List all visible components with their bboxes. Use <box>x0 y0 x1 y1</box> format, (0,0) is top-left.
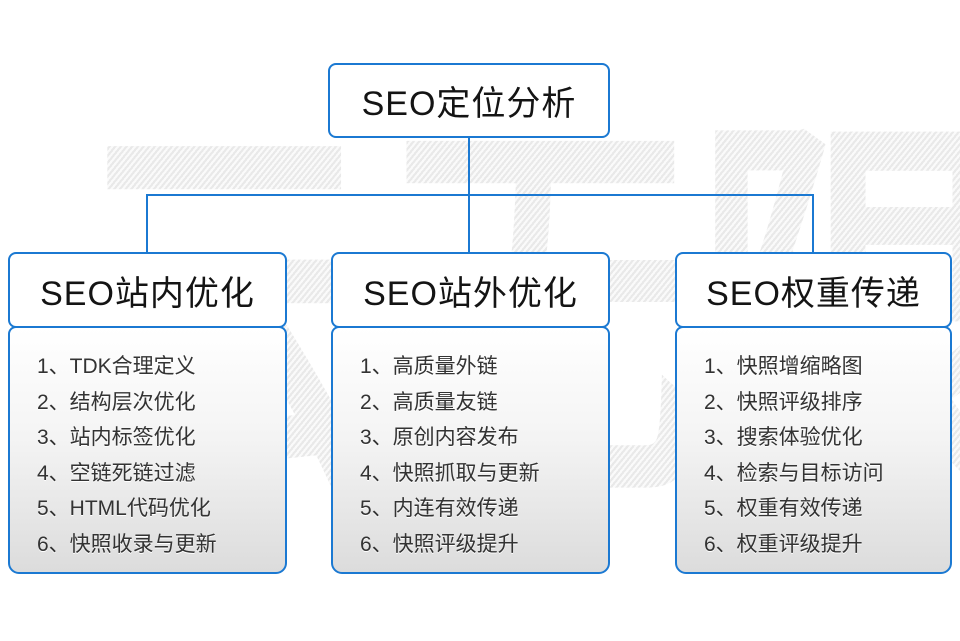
list-item: 5、HTML代码优化 <box>37 497 211 520</box>
connector-middle-branch <box>468 194 470 253</box>
list-item: 4、快照抓取与更新 <box>360 461 540 485</box>
column-weight: SEO权重传递 1、快照增缩略图 2、快照评级排序 3、搜索体验优化 4、检索与… <box>675 252 952 574</box>
connector-root-down <box>468 137 470 196</box>
column-onsite-list: 1、TDK合理定义 2、结构层次优化 3、站内标签优化 4、空链死链过滤 5、H… <box>8 326 287 574</box>
list-item: 2、高质量友链 <box>360 390 498 414</box>
column-offsite-list: 1、高质量外链 2、高质量友链 3、原创内容发布 4、快照抓取与更新 5、内连有… <box>331 326 610 574</box>
list-item: 3、站内标签优化 <box>37 426 196 449</box>
list-item: 1、高质量外链 <box>360 355 498 378</box>
list-item: 4、空链死链过滤 <box>37 461 196 485</box>
list-item: 1、快照增缩略图 <box>704 355 863 378</box>
list-item: 3、搜索体验优化 <box>704 426 863 449</box>
list-item: 6、权重评级提升 <box>704 532 863 556</box>
column-onsite: SEO站内优化 1、TDK合理定义 2、结构层次优化 3、站内标签优化 4、空链… <box>8 252 287 574</box>
column-onsite-header: SEO站内优化 <box>8 252 287 328</box>
root-node: SEO定位分析 <box>328 63 610 138</box>
column-weight-list: 1、快照增缩略图 2、快照评级排序 3、搜索体验优化 4、检索与目标访问 5、权… <box>675 326 952 574</box>
column-offsite-title: SEO站外优化 <box>363 274 578 313</box>
list-item: 1、TDK合理定义 <box>37 355 196 378</box>
list-item: 6、快照收录与更新 <box>37 532 217 556</box>
list-item: 3、原创内容发布 <box>360 426 519 449</box>
column-weight-header: SEO权重传递 <box>675 252 952 328</box>
list-item: 5、内连有效传递 <box>360 497 519 520</box>
connector-left-branch <box>146 194 148 253</box>
list-item: 2、快照评级排序 <box>704 390 863 414</box>
connector-horizontal <box>146 194 814 196</box>
list-item: 2、结构层次优化 <box>37 390 196 414</box>
column-weight-title: SEO权重传递 <box>706 274 921 313</box>
list-item: 6、快照评级提升 <box>360 532 519 556</box>
list-item: 5、权重有效传递 <box>704 497 863 520</box>
column-offsite: SEO站外优化 1、高质量外链 2、高质量友链 3、原创内容发布 4、快照抓取与… <box>331 252 610 574</box>
connector-right-branch <box>812 194 814 253</box>
column-offsite-header: SEO站外优化 <box>331 252 610 328</box>
list-item: 4、检索与目标访问 <box>704 461 884 485</box>
column-onsite-title: SEO站内优化 <box>40 274 255 313</box>
root-node-label: SEO定位分析 <box>361 85 577 123</box>
